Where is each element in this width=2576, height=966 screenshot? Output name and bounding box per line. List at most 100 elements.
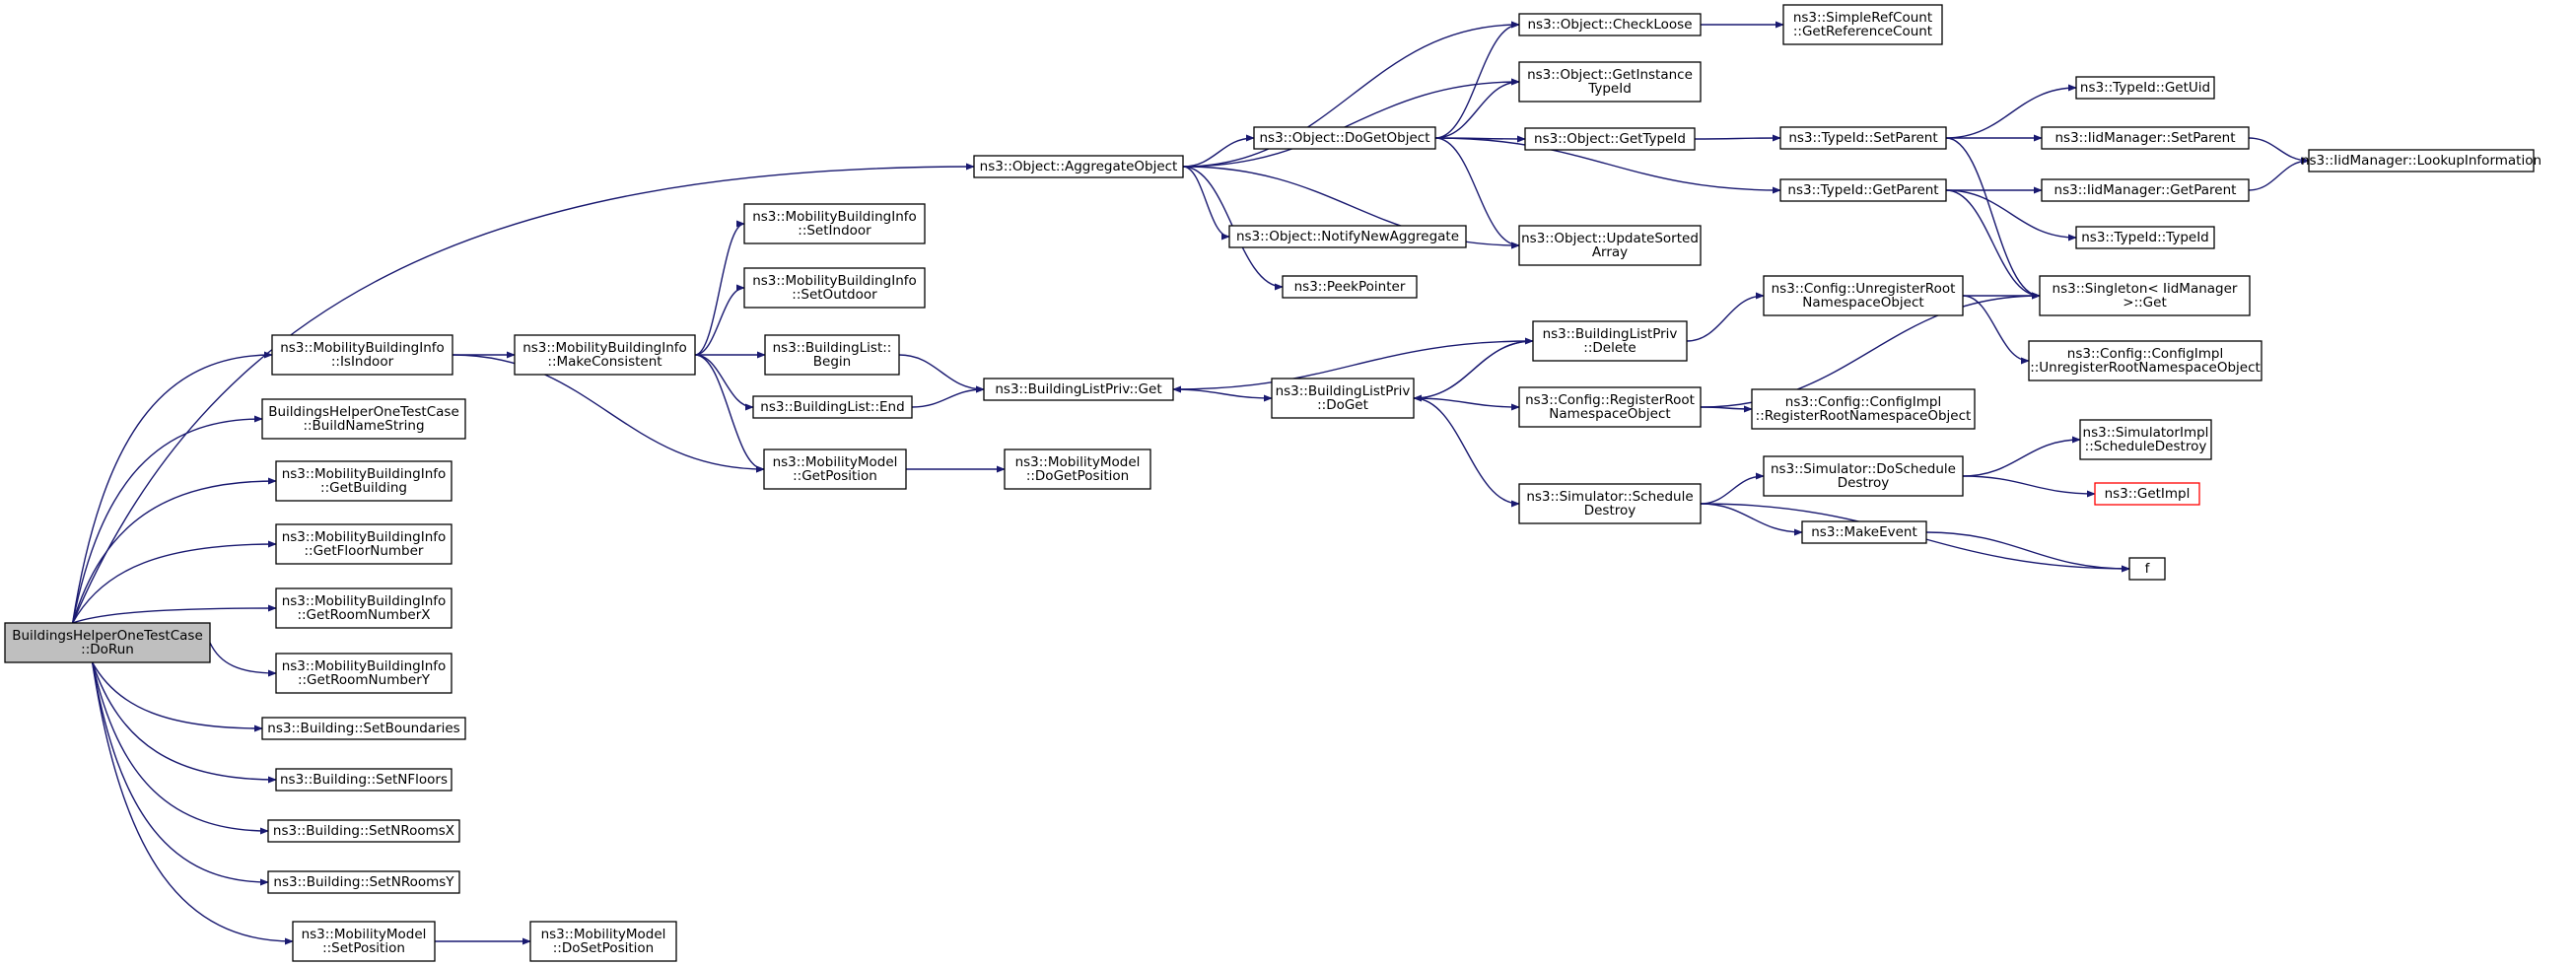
node-box [1282,275,1418,299]
node-box [1518,61,1702,103]
node-label: Array [1592,244,1628,260]
node-tid-typeid[interactable]: ns3::TypeId::TypeId [2075,226,2215,249]
node-bh-buildname[interactable]: BuildingsHelperOneTestCase::BuildNameStr… [261,398,466,440]
node-b-setnroomsy[interactable]: ns3::Building::SetNRoomsY [267,870,460,894]
node-b-setnfloors[interactable]: ns3::Building::SetNFloors [275,768,453,792]
node-label: ns3::MobilityBuildingInfo [522,340,687,356]
node-tid-getuid[interactable]: ns3::TypeId::GetUid [2075,76,2215,100]
node-mbi-getroomy[interactable]: ns3::MobilityBuildingInfo::GetRoomNumber… [275,653,453,694]
node-b-setnroomsx[interactable]: ns3::Building::SetNRoomsX [267,819,460,843]
node-box [1751,388,1976,430]
node-label: ns3::Building::SetNRoomsX [273,823,454,839]
edge-sim-scheduledestroy-to-makeevent [1700,503,1803,536]
node-box [1518,386,1702,428]
node-label: ns3::TypeId::SetParent [1788,130,1937,146]
node-label: ::RegisterRootNamespaceObject [1756,408,1972,424]
node-mm-setposition[interactable]: ns3::MobilityModel::SetPosition [292,921,436,962]
node-sim-scheduledestroy[interactable]: ns3::Simulator::ScheduleDestroy [1518,483,1702,524]
node-label: ns3::IidManager::SetParent [2055,130,2236,146]
node-makeevent[interactable]: ns3::MakeEvent [1801,520,1927,544]
node-obj-aggregate[interactable]: ns3::Object::AggregateObject [973,155,1184,178]
edge-obj-dogetobject-to-obj-checkloose [1434,21,1520,139]
node-label: ::Delete [1583,340,1636,356]
node-label: ::SetOutdoor [792,287,877,303]
node-peekpointer[interactable]: ns3::PeekPointer [1282,275,1418,299]
node-mbi-makeconsistent[interactable]: ns3::MobilityBuildingInfo::MakeConsisten… [514,334,696,376]
node-tid-setparent[interactable]: ns3::TypeId::SetParent [1779,126,1947,150]
node-box [292,921,436,962]
node-label: ::DoSetPosition [553,940,654,956]
node-iid-setparent[interactable]: ns3::IidManager::SetParent [2041,126,2250,150]
node-simimpl-scheduledestroy[interactable]: ns3::SimulatorImpl::ScheduleDestroy [2079,419,2212,460]
node-label: ns3::MobilityModel [1015,454,1141,470]
edge-sim-doschedule-to-simimpl-scheduledestroy [1962,436,2081,477]
node-box [1524,127,1696,151]
node-box [764,334,900,376]
node-obj-checkloose[interactable]: ns3::Object::CheckLoose [1518,13,1702,36]
node-box [529,921,677,962]
node-label: ::SetIndoor [798,223,871,239]
node-box [261,398,466,440]
node-bl-begin[interactable]: ns3::BuildingList::Begin [764,334,900,376]
node-f[interactable]: f [2128,557,2166,581]
node-label: ns3::Simulator::Schedule [1526,489,1693,505]
edge-tid-setparent-to-singleton-get [1945,137,2041,300]
node-box [275,587,453,629]
node-mbi-isindoor[interactable]: ns3::MobilityBuildingInfo::IsIndoor [271,334,453,376]
node-obj-notify[interactable]: ns3::Object::NotifyNewAggregate [1228,225,1467,248]
node-mbi-getfloor[interactable]: ns3::MobilityBuildingInfo::GetFloorNumbe… [275,523,453,565]
node-label: ns3::MobilityBuildingInfo [282,466,447,482]
node-label: ns3::Config::ConfigImpl [1785,394,1941,410]
node-cfgimpl-unregister[interactable]: ns3::Config::ConfigImpl::UnregisterRootN… [2028,340,2263,381]
node-box [743,203,926,244]
node-cfg-unregisterroot[interactable]: ns3::Config::UnregisterRootNamespaceObje… [1763,275,1964,316]
node-src-getrefcount[interactable]: ns3::SimpleRefCount::GetReferenceCount [1782,4,1943,45]
node-tid-getparent[interactable]: ns3::TypeId::GetParent [1779,178,1947,202]
edge-root-to-mm-setposition [91,661,294,945]
node-bl-end[interactable]: ns3::BuildingList::End [752,395,913,419]
node-label: ::ScheduleDestroy [2085,439,2207,454]
node-box [267,870,460,894]
node-label: ns3::BuildingListPriv::Get [995,381,1161,397]
node-label: ::GetBuilding [320,480,407,496]
node-mm-dogetposition[interactable]: ns3::MobilityModel::DoGetPosition [1004,448,1151,490]
node-label: ns3::TypeId::GetParent [1787,182,1938,198]
node-box [2039,275,2251,316]
node-cfg-registerroot[interactable]: ns3::Config::RegisterRootNamespaceObject [1518,386,1702,428]
node-obj-dogetobject[interactable]: ns3::Object::DoGetObject [1253,126,1436,150]
node-b-setboundaries[interactable]: ns3::Building::SetBoundaries [261,717,466,740]
node-box [271,334,453,376]
edge-blp-delete-to-blp-doget [1413,340,1534,402]
node-blp-get[interactable]: ns3::BuildingListPriv::Get [983,378,1174,401]
node-singleton-get[interactable]: ns3::Singleton< IidManager >::Get [2039,275,2251,316]
node-iid-lookup[interactable]: ns3::IidManager::LookupInformation [2301,149,2541,172]
node-label: ns3::MobilityBuildingInfo [752,209,917,225]
node-box [275,768,453,792]
node-label: ::IsIndoor [331,354,394,370]
node-mbi-getbuilding[interactable]: ns3::MobilityBuildingInfo::GetBuilding [275,460,453,502]
node-mbi-getroomx[interactable]: ns3::MobilityBuildingInfo::GetRoomNumber… [275,587,453,629]
edge-mbi-makeconsistent-to-mbi-setoutdoor [694,284,745,356]
node-iid-getparent[interactable]: ns3::IidManager::GetParent [2041,178,2250,202]
node-mbi-setindoor[interactable]: ns3::MobilityBuildingInfo::SetIndoor [743,203,926,244]
node-mbi-setoutdoor[interactable]: ns3::MobilityBuildingInfo::SetOutdoor [743,267,926,309]
node-cfgimpl-register[interactable]: ns3::Config::ConfigImpl::RegisterRootNam… [1751,388,1976,430]
node-box [2094,482,2200,506]
node-box [743,267,926,309]
node-getimpl[interactable]: ns3::GetImpl [2094,482,2200,506]
node-label: ns3::Object::CheckLoose [1527,17,1692,33]
edge-obj-dogetobject-to-obj-getinstance [1434,78,1520,139]
edge-obj-dogetobject-to-tid-getparent [1434,137,1781,194]
node-blp-doget[interactable]: ns3::BuildingListPriv::DoGet [1271,378,1415,419]
node-label: ns3::TypeId::TypeId [2081,230,2209,245]
node-blp-delete[interactable]: ns3::BuildingListPriv::Delete [1532,320,1688,362]
node-mm-dosetposition[interactable]: ns3::MobilityModel::DoSetPosition [529,921,677,962]
node-label: ns3::PeekPointer [1294,279,1406,295]
node-root[interactable]: BuildingsHelperOneTestCase::DoRun [4,622,211,663]
edge-obj-aggregate-to-obj-checkloose [1182,21,1520,168]
node-mm-getposition[interactable]: ns3::MobilityModel::GetPosition [763,448,907,490]
node-obj-gettypeid[interactable]: ns3::Object::GetTypeId [1524,127,1696,151]
